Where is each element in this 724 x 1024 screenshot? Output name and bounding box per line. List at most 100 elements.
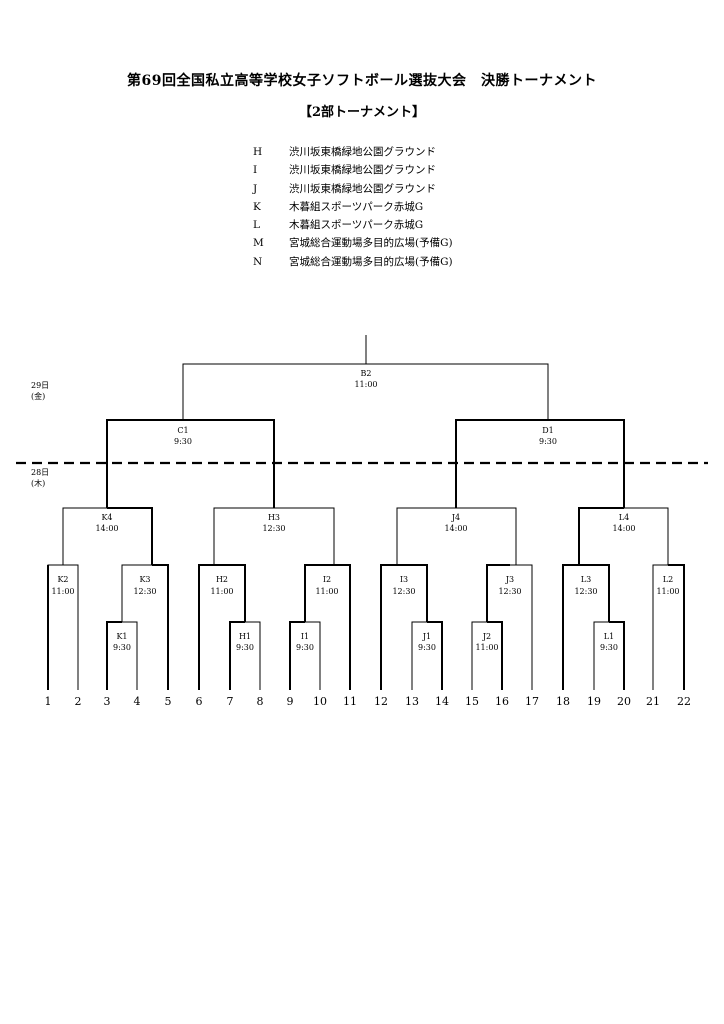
match-id: I2 bbox=[323, 575, 331, 584]
match-id: L1 bbox=[604, 632, 614, 641]
venue-code: N bbox=[253, 255, 263, 268]
match-id: J4 bbox=[451, 513, 460, 522]
day-28-date: 28日 bbox=[31, 468, 49, 477]
team-number: 15 bbox=[465, 695, 479, 708]
team-number: 2 bbox=[75, 695, 82, 708]
match-bracket-k4-win bbox=[107, 507, 153, 565]
team-number: 17 bbox=[525, 695, 539, 708]
match-bracket-j2-win bbox=[487, 621, 503, 690]
match-time: 14:00 bbox=[95, 524, 118, 533]
team-number: 21 bbox=[646, 695, 660, 708]
match-id: L2 bbox=[663, 575, 673, 584]
match-bracket-k4 bbox=[62, 507, 107, 565]
venue-name: 宮城総合運動場多目的広場(予備G) bbox=[289, 255, 453, 268]
match-bracket-j4 bbox=[396, 507, 517, 565]
match-bracket-h3 bbox=[213, 507, 335, 565]
match-time: 12:30 bbox=[498, 587, 521, 596]
venue-item: L 木暮組スポーツパーク赤城G bbox=[253, 216, 453, 234]
team-number: 14 bbox=[435, 695, 449, 708]
match-id: B2 bbox=[361, 369, 372, 378]
match-time: 14:00 bbox=[612, 524, 635, 533]
venue-code: M bbox=[253, 237, 264, 250]
match-time: 12:30 bbox=[392, 587, 415, 596]
match-id: H1 bbox=[239, 632, 251, 641]
match-time: 11:00 bbox=[210, 587, 233, 596]
match-bracket-i1-win bbox=[289, 621, 305, 690]
team-number: 5 bbox=[165, 695, 172, 708]
venue-code: L bbox=[253, 219, 260, 232]
venue-item: I 渋川坂東橋緑地公園グラウンド bbox=[253, 161, 453, 179]
match-bracket-l4-win bbox=[578, 507, 624, 565]
team-number: 1 bbox=[45, 695, 52, 708]
match-bracket-l4 bbox=[624, 507, 669, 565]
match-id: J2 bbox=[482, 632, 491, 641]
venue-code: K bbox=[253, 200, 261, 213]
team-number: 18 bbox=[556, 695, 570, 708]
venue-name: 宮城総合運動場多目的広場(予備G) bbox=[289, 237, 453, 250]
match-time: 11:00 bbox=[354, 380, 377, 389]
team-number: 6 bbox=[196, 695, 203, 708]
match-id: I1 bbox=[301, 632, 309, 641]
match-bracket-b2 bbox=[182, 363, 549, 420]
match-time: 9:30 bbox=[113, 643, 131, 652]
match-bracket-j1-win bbox=[427, 621, 443, 690]
match-bracket-k1-win bbox=[106, 621, 122, 690]
match-id: H3 bbox=[268, 513, 280, 522]
match-time: 14:00 bbox=[444, 524, 467, 533]
match-id: K3 bbox=[139, 575, 150, 584]
team-number: 16 bbox=[495, 695, 509, 708]
day-29-weekday: (金) bbox=[31, 391, 45, 401]
team-number: 19 bbox=[587, 695, 601, 708]
match-time: 11:00 bbox=[656, 587, 679, 596]
match-bracket-h1-win bbox=[229, 621, 245, 690]
match-id: I3 bbox=[400, 575, 408, 584]
match-time: 12:30 bbox=[262, 524, 285, 533]
team-number: 7 bbox=[227, 695, 234, 708]
match-id: J1 bbox=[422, 632, 431, 641]
team-number: 20 bbox=[617, 695, 631, 708]
match-time: 11:00 bbox=[475, 643, 498, 652]
match-bracket-c1 bbox=[106, 419, 275, 508]
match-time: 9:30 bbox=[418, 643, 436, 652]
team-number: 3 bbox=[104, 695, 111, 708]
team-number: 10 bbox=[313, 695, 327, 708]
team-number: 13 bbox=[405, 695, 419, 708]
match-bracket-l3 bbox=[562, 564, 610, 690]
match-bracket-j3-win bbox=[486, 564, 510, 622]
match-bracket-l2-win bbox=[668, 564, 685, 690]
match-time: 11:00 bbox=[315, 587, 338, 596]
venue-name: 渋川坂東橋緑地公園グラウンド bbox=[289, 164, 436, 177]
match-id: L4 bbox=[619, 513, 629, 522]
match-bracket-l1-win bbox=[609, 621, 625, 690]
match-id: C1 bbox=[177, 426, 188, 435]
match-time: 12:30 bbox=[574, 587, 597, 596]
team-number: 9 bbox=[287, 695, 294, 708]
match-id: K1 bbox=[116, 632, 127, 641]
match-time: 9:30 bbox=[174, 437, 192, 446]
match-bracket-h2 bbox=[198, 564, 246, 690]
venue-code: I bbox=[253, 164, 258, 177]
venue-item: N 宮城総合運動場多目的広場(予備G) bbox=[253, 253, 453, 271]
match-time: 9:30 bbox=[236, 643, 254, 652]
match-bracket-i3 bbox=[380, 564, 428, 690]
team-number: 12 bbox=[374, 695, 388, 708]
match-id: H2 bbox=[216, 575, 228, 584]
venue-name: 木暮組スポーツパーク赤城G bbox=[289, 200, 424, 213]
venue-item: K 木暮組スポーツパーク赤城G bbox=[253, 198, 453, 216]
team-number: 11 bbox=[343, 695, 357, 708]
match-id: K2 bbox=[57, 575, 68, 584]
page-title: 第69回全国私立高等学校女子ソフトボール選抜大会 決勝トーナメント bbox=[127, 73, 597, 89]
team-number: 4 bbox=[134, 695, 141, 708]
page-subtitle: 【2部トーナメント】 bbox=[298, 105, 426, 120]
match-id: L3 bbox=[581, 575, 591, 584]
team-number: 8 bbox=[257, 695, 264, 708]
match-id: K4 bbox=[101, 513, 112, 522]
venue-name: 渋川坂東橋緑地公園グラウンド bbox=[289, 182, 436, 195]
venue-name: 渋川坂東橋緑地公園グラウンド bbox=[289, 146, 436, 158]
venue-name: 木暮組スポーツパーク赤城G bbox=[289, 219, 424, 232]
match-bracket-d1 bbox=[455, 419, 625, 508]
